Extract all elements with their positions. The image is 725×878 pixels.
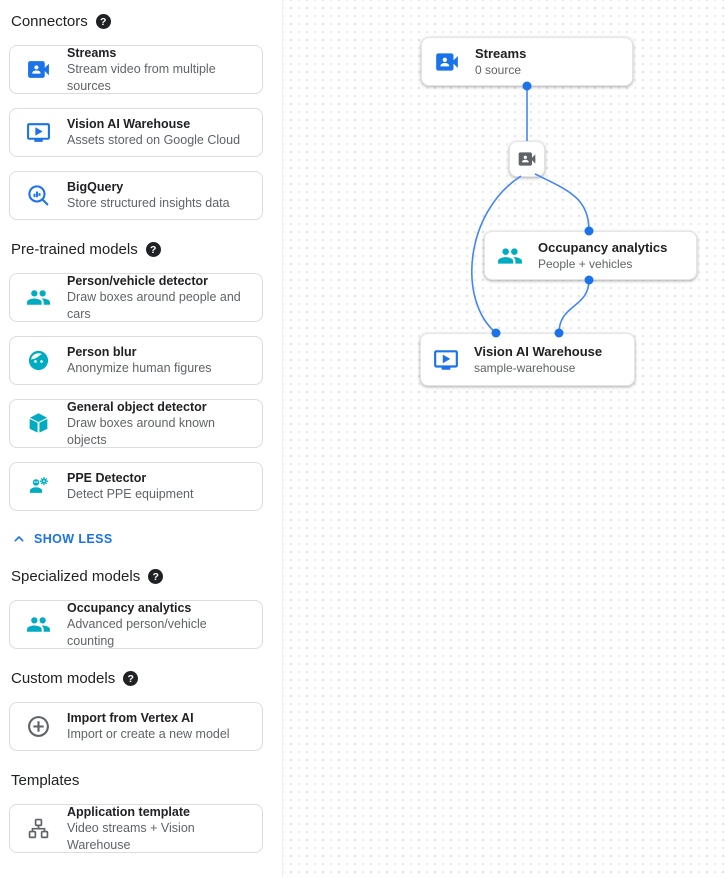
palette-item-subtitle: Draw boxes around people and cars [67, 289, 241, 321]
edge-occupancy-to-warehouse [558, 279, 590, 334]
palette-item-subtitle: Detect PPE equipment [67, 487, 194, 501]
palette-item-subtitle: Store structured insights data [67, 196, 230, 210]
palette-item-subtitle: Assets stored on Google Cloud [67, 133, 241, 147]
canvas-node-vision-ai-warehouse[interactable]: Vision AI Warehouse sample-warehouse [420, 333, 635, 386]
connection-port[interactable] [522, 81, 532, 91]
palette-item-title: Vision AI Warehouse [67, 117, 191, 131]
node-title: Streams [475, 46, 527, 61]
palette-item-title: PPE Detector [67, 471, 147, 485]
section-header-specialized-models: Specialized models? [11, 568, 263, 585]
connection-port[interactable] [491, 328, 501, 338]
section-header-pre-trained-models: Pre-trained models? [11, 241, 263, 258]
canvas-node-occupancy-analytics[interactable]: Occupancy analytics People + vehicles [484, 231, 697, 280]
ondemand-video-icon [26, 120, 51, 145]
palette-item-title: BigQuery [67, 180, 124, 194]
palette-item-title: Import from Vertex AI [67, 711, 194, 725]
palette-item-title: General object detector [67, 399, 207, 414]
bigquery-icon [26, 183, 51, 208]
tree-icon [26, 816, 51, 841]
group-icon [26, 285, 51, 310]
builder-canvas[interactable]: Streams 0 source Occupancy analytics Peo… [283, 0, 725, 878]
connection-port[interactable] [584, 226, 594, 236]
show-less-label: SHOW LESS [34, 532, 113, 546]
video-camera-front-icon [517, 149, 537, 169]
palette-item-subtitle: Advanced person/vehicle counting [67, 616, 207, 648]
palette-item-text: Import from Vertex AI Import or create a … [67, 710, 230, 743]
canvas-node-camera[interactable] [509, 141, 545, 177]
show-less-button[interactable]: SHOW LESS [11, 531, 263, 547]
node-text: Vision AI Warehouse sample-warehouse [474, 343, 602, 376]
connection-port[interactable] [554, 328, 564, 338]
palette-item-title: Streams [67, 45, 117, 60]
add-circle-icon [26, 714, 51, 739]
section-header-custom-models: Custom models? [11, 670, 263, 687]
help-icon[interactable]: ? [148, 569, 164, 584]
palette-item-subtitle: Anonymize human figures [67, 361, 212, 375]
section-header-connectors: Connectors? [11, 13, 263, 30]
palette-item-subtitle: Draw boxes around known objects [67, 415, 215, 447]
palette-item-import-from-vertex-ai[interactable]: Import from Vertex AI Import or create a … [9, 702, 263, 751]
palette-item-title: Occupancy analytics [67, 600, 192, 615]
group-icon [497, 243, 523, 269]
node-title: Vision AI Warehouse [474, 344, 603, 359]
section-title: Templates [11, 772, 80, 789]
node-title: Occupancy analytics [538, 240, 668, 255]
node-text: Occupancy analytics People + vehicles [538, 239, 667, 272]
canvas-node-streams[interactable]: Streams 0 source [421, 37, 633, 86]
edge-camera-to-occupancy [534, 173, 590, 232]
node-text: Streams 0 source [475, 45, 526, 78]
palette-item-title: Application template [67, 804, 190, 819]
face-blur-icon [26, 348, 51, 373]
section-title: Pre-trained models [11, 241, 138, 258]
palette-item-subtitle: Video streams + Vision Warehouse [67, 820, 195, 852]
ondemand-video-icon [433, 347, 459, 373]
node-subtitle: 0 source [475, 63, 522, 77]
section-title: Custom models [11, 670, 116, 687]
connection-edges [471, 81, 594, 338]
help-icon[interactable]: ? [123, 671, 139, 686]
connection-port[interactable] [584, 275, 594, 285]
palette-item-subtitle: Import or create a new model [67, 727, 230, 741]
palette-item-title: Person blur [67, 345, 137, 359]
cube-icon [26, 411, 51, 436]
group-icon [26, 612, 51, 637]
help-icon[interactable]: ? [95, 14, 111, 29]
palette-item-title: Person/vehicle detector [67, 273, 209, 288]
ppe-icon [26, 474, 51, 499]
section-header-templates: Templates [11, 772, 263, 789]
section-title: Connectors [11, 13, 88, 30]
section-title: Specialized models [11, 568, 141, 585]
chevron-up-icon [11, 531, 27, 547]
help-icon[interactable]: ? [145, 242, 161, 257]
palette-item-subtitle: Stream video from multiple sources [67, 61, 216, 93]
node-subtitle: People + vehicles [538, 257, 633, 271]
video-camera-front-icon [26, 57, 51, 82]
video-camera-front-icon [434, 49, 460, 75]
node-subtitle: sample-warehouse [474, 361, 576, 375]
